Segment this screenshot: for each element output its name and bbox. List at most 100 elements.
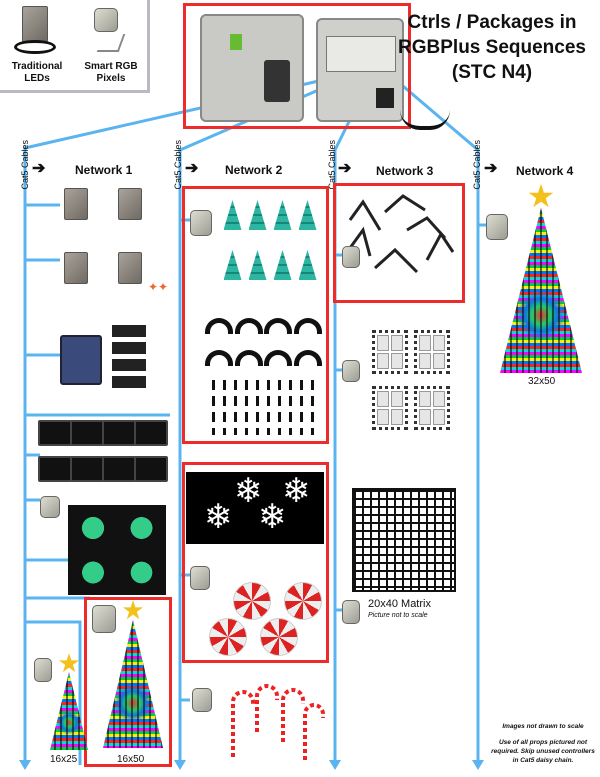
snowflake-icon: ❄ — [282, 472, 311, 510]
traditional-controller — [64, 188, 88, 220]
pixel-stakes-group — [212, 380, 322, 435]
mini-tree — [298, 250, 317, 280]
peppermint-prop — [209, 618, 247, 656]
pixel-leads-icon — [96, 34, 126, 52]
network-2-label: Network 2 — [225, 163, 283, 177]
handheld-device-icon — [264, 60, 290, 102]
window-frame-prop — [372, 386, 408, 430]
traditional-controller — [64, 252, 88, 284]
pixel-controller — [342, 246, 360, 268]
network-2-box-2 — [182, 462, 329, 663]
mini-trees-group — [220, 200, 320, 290]
flood-light — [102, 456, 136, 482]
cat5-label-1: Cat5 Cables — [20, 140, 30, 190]
tree-16x25-label: 16x25 — [50, 754, 78, 765]
snowflake-icon: ❄ — [258, 498, 287, 536]
flood-light — [70, 420, 104, 446]
mini-tree — [298, 200, 317, 230]
flood-light — [38, 420, 72, 446]
snowflake-panel: ❄ ❄ ❄ ❄ — [186, 472, 324, 544]
pixel-controller — [34, 658, 52, 682]
arrow-icon: ➔ — [32, 160, 46, 177]
face-trees-panel — [68, 505, 166, 595]
traditional-controller-icon — [22, 6, 48, 42]
network-3-box — [333, 183, 465, 303]
legend-traditional-label: Traditional LEDs — [11, 61, 63, 84]
smart-controller-icon — [94, 8, 118, 32]
sd-card-icon — [230, 34, 242, 50]
arch — [234, 350, 263, 366]
network-3-label: Network 3 — [376, 164, 434, 178]
mini-lights-icon: ✦✦ — [148, 280, 169, 294]
arches-group — [205, 318, 323, 366]
arch — [293, 350, 322, 366]
pixel-controller — [40, 496, 60, 518]
snowflake-icon: ❄ — [204, 498, 233, 536]
network-2-box-1 — [182, 186, 329, 444]
arch — [293, 318, 322, 334]
traditional-controller — [118, 188, 142, 220]
window-frame-prop — [414, 330, 450, 374]
flood-light — [134, 456, 168, 482]
matrix-label: 20x40 Matrix — [368, 598, 431, 610]
peppermint-prop — [284, 582, 322, 620]
mini-tree — [223, 250, 242, 280]
corner-lines — [348, 194, 455, 274]
snowflake-icon: ❄ — [234, 472, 263, 510]
arrow-icon: ➔ — [185, 160, 199, 177]
mini-tree — [248, 250, 267, 280]
title-line-2: RGBPlus Sequences — [398, 37, 586, 58]
mini-tree — [273, 250, 292, 280]
legend-panel: Traditional LEDs Smart RGB Pixels — [0, 0, 150, 93]
pixel-controller — [342, 360, 360, 382]
peppermint-prop — [260, 618, 298, 656]
mini-tree — [223, 200, 242, 230]
network-1-highlight-box — [84, 597, 172, 767]
power-adapter-icon — [376, 88, 394, 108]
star-icon: ★ — [526, 178, 556, 214]
arch — [205, 350, 233, 366]
arrow-icon: ➔ — [338, 160, 352, 177]
mini-tree — [273, 200, 292, 230]
flood-light — [134, 420, 168, 446]
window-frame-prop — [372, 330, 408, 374]
arch — [264, 350, 292, 366]
pixel-controller — [192, 688, 212, 712]
arch — [234, 318, 263, 334]
matrix-note: Picture not to scale — [368, 612, 428, 619]
pixel-controller — [190, 210, 212, 236]
flood-light — [38, 456, 72, 482]
pixel-matrix-prop — [352, 488, 456, 592]
title-line-3: (STC N4) — [451, 62, 533, 83]
scale-note: Images not drawn to scale — [502, 723, 584, 730]
flood-light — [102, 420, 136, 446]
dc-controller-box — [60, 335, 102, 385]
pixel-controller — [190, 566, 210, 590]
flood-light — [70, 456, 104, 482]
arrow-icon: ➔ — [484, 160, 498, 177]
window-frame-prop — [414, 386, 450, 430]
network-1-label: Network 1 — [75, 163, 133, 177]
page-title: Ctrls / Packages in RGBPlus Sequences (S… — [392, 10, 592, 85]
star-icon: ★ — [121, 595, 145, 625]
candy-canes — [231, 684, 325, 760]
cat5-label-4: Cat5 Cables — [472, 140, 482, 190]
small-floods — [112, 325, 146, 391]
tree-32x50-label: 32x50 — [528, 376, 556, 387]
usage-note: Use of all props pictured not required. … — [491, 739, 595, 764]
peppermint-prop — [233, 582, 271, 620]
mini-tree — [248, 200, 267, 230]
pixel-controller — [92, 605, 116, 633]
light-o-rama-controller-board — [326, 36, 396, 72]
cable-bundle-icon — [14, 40, 56, 54]
main-controller-box — [183, 3, 411, 129]
pixel-controller — [486, 214, 508, 240]
network-4-label: Network 4 — [516, 164, 574, 178]
tree-16x50-label: 16x50 — [117, 754, 145, 765]
pixel-controller — [342, 600, 360, 624]
cat5-label-2: Cat5 Cables — [173, 140, 183, 190]
power-cord-icon — [400, 110, 450, 130]
arch — [205, 318, 233, 334]
arch — [264, 318, 292, 334]
traditional-controller — [118, 252, 142, 284]
